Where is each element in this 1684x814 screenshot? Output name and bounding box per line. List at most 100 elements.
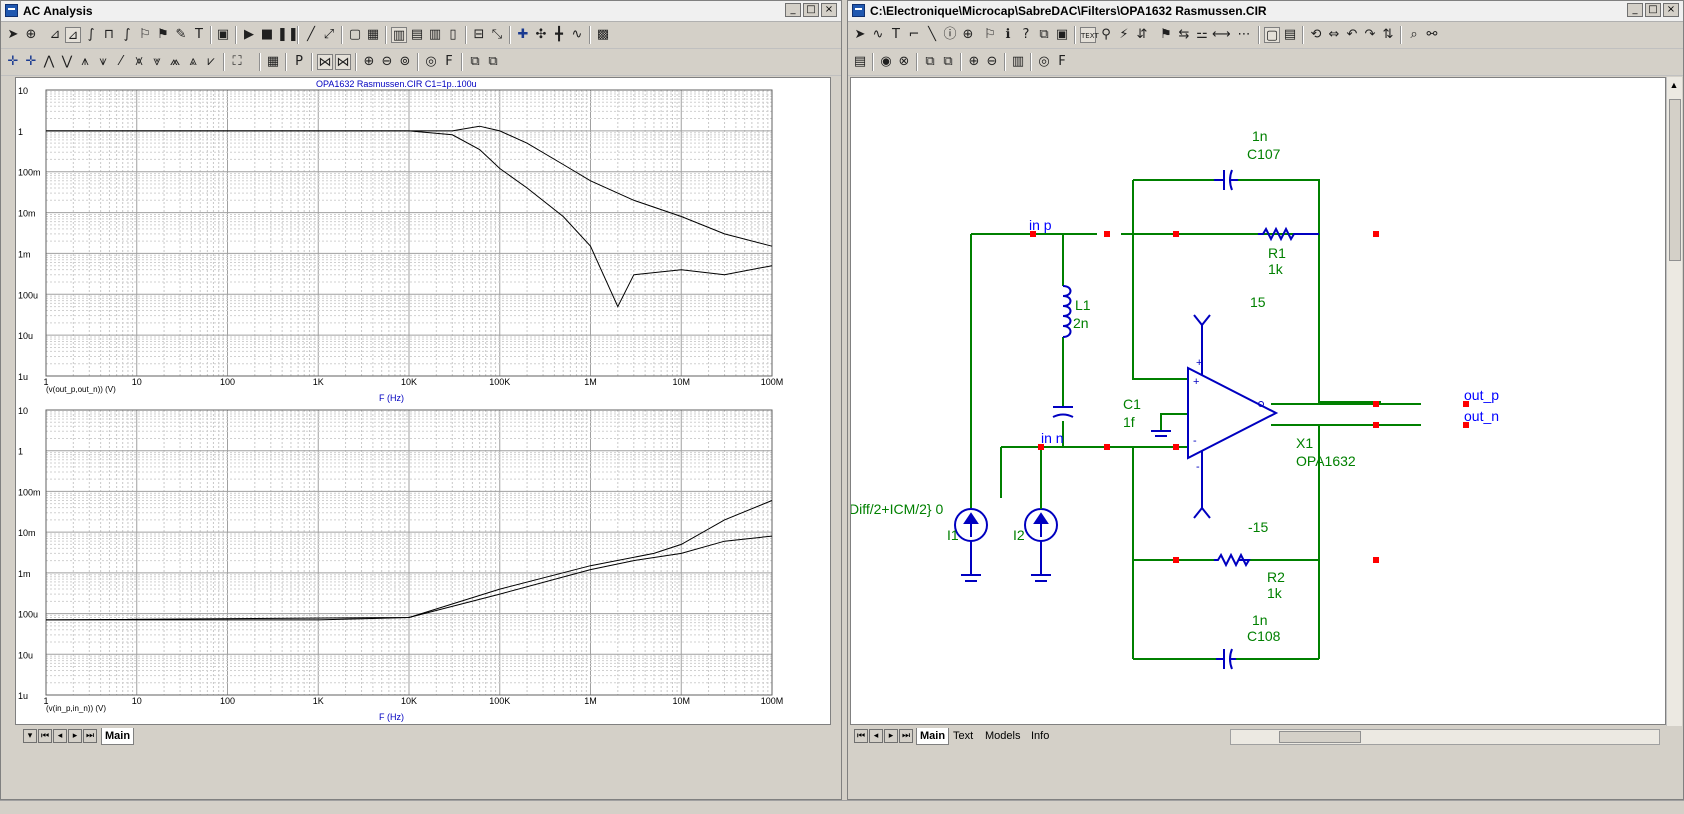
split-icon[interactable]: ⊟	[473, 27, 485, 42]
help-icon[interactable]: ?	[1022, 27, 1030, 42]
polygon-icon[interactable]: ⊓	[103, 27, 115, 42]
flag-icon[interactable]: ⚐	[984, 27, 996, 42]
monitor-icon[interactable]: ▩	[596, 27, 610, 42]
top-icon[interactable]: ⩓	[189, 54, 197, 69]
peak-icon[interactable]: ⋀	[43, 54, 55, 69]
bezier-icon[interactable]: ∫	[87, 27, 95, 42]
first-page-button[interactable]: ▾	[23, 729, 37, 743]
next-button[interactable]: ▸	[68, 729, 82, 743]
vertical-scrollbar[interactable]: ▲	[1666, 77, 1682, 727]
node-numbers-icon[interactable]: ⚲	[1101, 27, 1111, 42]
slope-icon[interactable]: ⁄	[119, 54, 123, 69]
marker-icon[interactable]: ✣	[535, 27, 547, 42]
close-button[interactable]: ×	[821, 3, 837, 17]
maximize-button[interactable]: □	[1645, 3, 1661, 17]
font-icon[interactable]: F	[1058, 54, 1066, 69]
layout-3-icon[interactable]: ▥	[428, 27, 442, 42]
zoom-fit-icon[interactable]: ⊚	[399, 54, 411, 69]
close-button[interactable]: ×	[1663, 3, 1679, 17]
draw-icon[interactable]: ✎	[175, 27, 187, 42]
text-mode-icon[interactable]: TEXT	[1080, 27, 1099, 43]
current-source-i1[interactable]	[954, 508, 988, 582]
wire-mode-icon[interactable]: ⊿	[49, 27, 61, 42]
line-tool-icon[interactable]: ╱	[307, 27, 315, 42]
stop-icon[interactable]: ■	[260, 27, 274, 42]
props-icon[interactable]: ▤	[1283, 27, 1297, 42]
select-arrow-icon[interactable]: ➤	[854, 27, 866, 42]
valley-icon[interactable]: ⋁	[61, 54, 73, 69]
opamp-x1[interactable]: + - + -	[1187, 314, 1279, 519]
condition-icon[interactable]: ⇆	[1178, 27, 1190, 42]
page-icon[interactable]: ▤	[853, 54, 867, 69]
undo-icon[interactable]: ↶	[1346, 27, 1358, 42]
power-icon[interactable]: ⚑	[1160, 27, 1172, 42]
resistor-r2[interactable]	[1214, 552, 1251, 568]
last-button[interactable]: ⏭	[83, 729, 97, 743]
horizontal-scrollbar[interactable]	[1230, 729, 1660, 745]
copy-icon[interactable]: ⧉	[1039, 27, 1049, 42]
global-high-icon[interactable]: ⩔	[153, 54, 161, 69]
scroll-up-icon[interactable]: ▲	[1669, 80, 1679, 90]
zoom-out-icon[interactable]: ⊖	[381, 54, 393, 69]
maximize-button[interactable]: □	[803, 3, 819, 17]
last-button[interactable]: ⏭	[899, 729, 913, 743]
table-icon[interactable]: ▦	[266, 54, 280, 69]
prev-button[interactable]: ◂	[53, 729, 67, 743]
print-icon[interactable]: ▥	[1011, 54, 1025, 69]
global-low-icon[interactable]: ⩕	[169, 54, 181, 69]
stop-circle-icon[interactable]: ◉	[880, 54, 892, 69]
voltage-icon[interactable]: ⚡	[1119, 27, 1129, 42]
h-scroll-thumb[interactable]	[1279, 731, 1361, 743]
tag-icon[interactable]: ⚑	[157, 27, 169, 42]
mirror-icon[interactable]: ⇅	[1382, 27, 1394, 42]
pin-icon[interactable]: ℹ	[1005, 27, 1011, 42]
zoom-in-icon[interactable]: ⊕	[968, 54, 980, 69]
prev-button[interactable]: ◂	[869, 729, 883, 743]
model-icon[interactable]: ▣	[1055, 27, 1069, 42]
copy-icon[interactable]: ⧉	[470, 54, 480, 69]
component-icon[interactable]: ⊕	[962, 27, 974, 42]
component-icon[interactable]: ⊕	[25, 27, 37, 42]
waveform-icon[interactable]: ∿	[571, 27, 583, 42]
capacitor-c108[interactable]	[1216, 648, 1236, 670]
tab-info[interactable]: Info	[1031, 730, 1050, 742]
pause-icon[interactable]: ❚❚	[277, 27, 299, 42]
pin-connect-icon[interactable]: ⚍	[1196, 27, 1208, 42]
probe-icon[interactable]: ✚	[517, 27, 529, 42]
resistor-r1[interactable]	[1258, 226, 1319, 242]
diag-wire-icon[interactable]: ╲	[928, 27, 936, 42]
next-button[interactable]: ▸	[884, 729, 898, 743]
align-2-icon[interactable]: ⋈	[335, 54, 351, 70]
rotate-icon[interactable]: ⟲	[1310, 27, 1322, 42]
zoom-in-icon[interactable]: ⊕	[363, 54, 375, 69]
high-icon[interactable]: ⩚	[81, 54, 89, 69]
zoom-out-icon[interactable]: ⊖	[986, 54, 998, 69]
scope-icon[interactable]: ◎	[1038, 54, 1050, 69]
frame-icon[interactable]: ▢	[348, 27, 362, 42]
crosshair-icon[interactable]: ✛	[7, 54, 19, 69]
properties-icon[interactable]: ▣	[216, 27, 230, 42]
window-icon[interactable]: ▢	[1264, 27, 1280, 43]
inflection-icon[interactable]: ⩙	[135, 54, 143, 69]
bottom-icon[interactable]: ⩗	[207, 54, 215, 69]
tab-main[interactable]: Main	[101, 728, 135, 745]
schematic-canvas[interactable]: + - + -	[850, 77, 1666, 725]
align-icon[interactable]: ⋈	[317, 54, 333, 70]
flip-h-icon[interactable]: ⇔	[1328, 27, 1340, 42]
first-page-button[interactable]: ⏮	[854, 729, 868, 743]
paste-icon[interactable]: ⧉	[488, 54, 498, 69]
tag-mode-icon[interactable]: ⛶	[232, 54, 242, 69]
grid-icon[interactable]: ▦	[366, 27, 380, 42]
layout-2-icon[interactable]: ▤	[410, 27, 424, 42]
prev-first-button[interactable]: ⏮	[38, 729, 52, 743]
layout-4-icon[interactable]: ▯	[449, 27, 457, 42]
binoculars-icon[interactable]: ⚯	[1426, 27, 1438, 42]
step-icon[interactable]: ╋	[555, 27, 563, 42]
wave-icon[interactable]: ∿	[872, 27, 884, 42]
cancel-circle-icon[interactable]: ⊗	[898, 54, 910, 69]
low-icon[interactable]: ⩛	[99, 54, 107, 69]
performance-icon[interactable]: P	[295, 54, 303, 69]
text-tool-icon[interactable]: T	[892, 27, 900, 42]
minimize-button[interactable]: _	[785, 3, 801, 17]
